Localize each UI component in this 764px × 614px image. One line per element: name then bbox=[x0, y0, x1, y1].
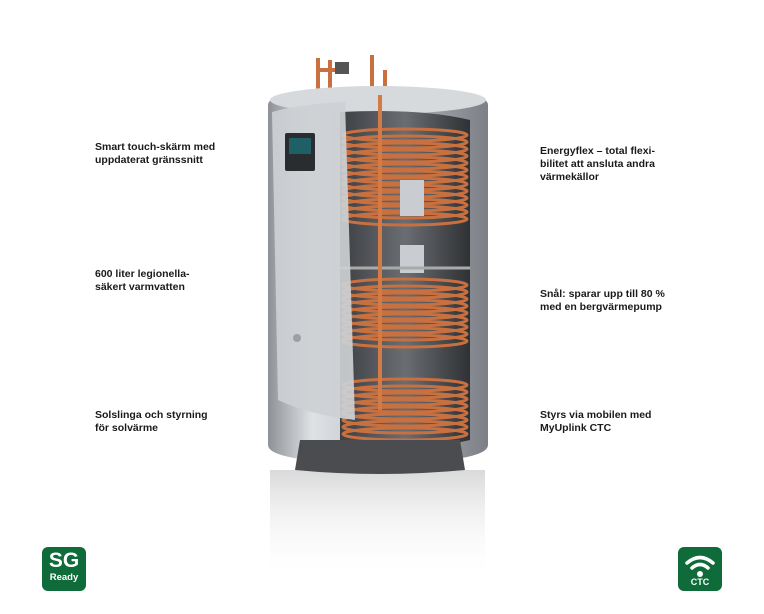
wifi-icon bbox=[685, 555, 715, 577]
ctc-logo bbox=[293, 334, 301, 342]
tank-base bbox=[295, 440, 465, 474]
valve bbox=[335, 62, 349, 74]
ctc-wifi-badge: CTC bbox=[678, 547, 722, 591]
feature-energyflex: Energyflex – total flexi- bilitet att an… bbox=[540, 145, 655, 183]
ready-text: Ready bbox=[49, 572, 79, 583]
front-panel bbox=[272, 102, 355, 420]
sg-ready-badge: SG Ready bbox=[42, 547, 86, 591]
feature-600-liter: 600 liter legionella- säkert varmvatten bbox=[95, 268, 190, 293]
ctc-label: CTC bbox=[690, 577, 710, 587]
feature-touch-screen: Smart touch-skärm med uppdaterat gränssn… bbox=[95, 141, 216, 166]
floor-reflection bbox=[270, 470, 485, 580]
feature-savings: Snål: sparar upp till 80 % med en bergvä… bbox=[540, 288, 665, 313]
coil-loop bbox=[341, 412, 469, 428]
coil-loop bbox=[341, 419, 469, 435]
bracket bbox=[400, 180, 424, 216]
feature-myuplink: Styrs via mobilen med MyUplink CTC bbox=[540, 409, 652, 434]
feature-solar-coil: Solslinga och styrning för solvärme bbox=[95, 409, 208, 434]
sg-text: SG bbox=[48, 549, 80, 572]
